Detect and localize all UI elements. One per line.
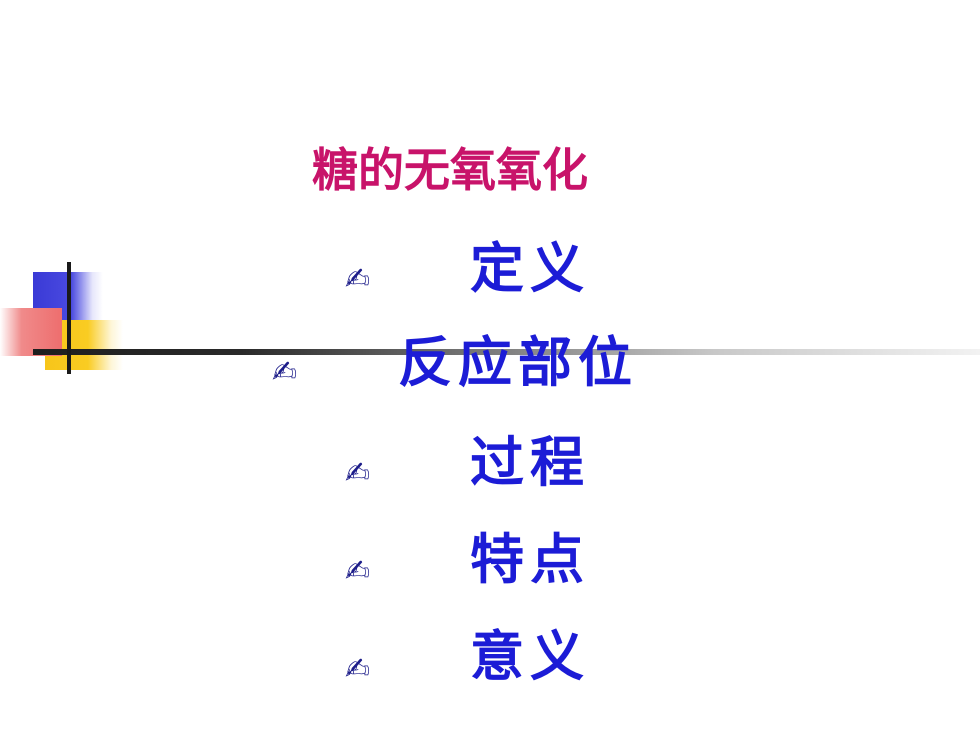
writing-hand-icon: ✍ <box>345 652 371 687</box>
list-item-definition: 定义 <box>470 237 590 300</box>
writing-hand-icon: ✍ <box>345 456 371 491</box>
writing-hand-icon: ✍ <box>272 355 298 390</box>
decor-red-square <box>0 308 62 356</box>
writing-hand-icon: ✍ <box>345 554 371 589</box>
list-item-significance: 意义 <box>470 625 590 688</box>
list-item-process: 过程 <box>470 431 590 494</box>
decor-vertical-line <box>67 262 71 374</box>
list-item-reaction-site: 反应部位 <box>398 331 638 394</box>
slide-title: 糖的无氧氧化 <box>312 143 588 197</box>
decor-horizontal-line <box>33 349 980 355</box>
writing-hand-icon: ✍ <box>345 262 371 297</box>
list-item-features: 特点 <box>470 528 590 591</box>
